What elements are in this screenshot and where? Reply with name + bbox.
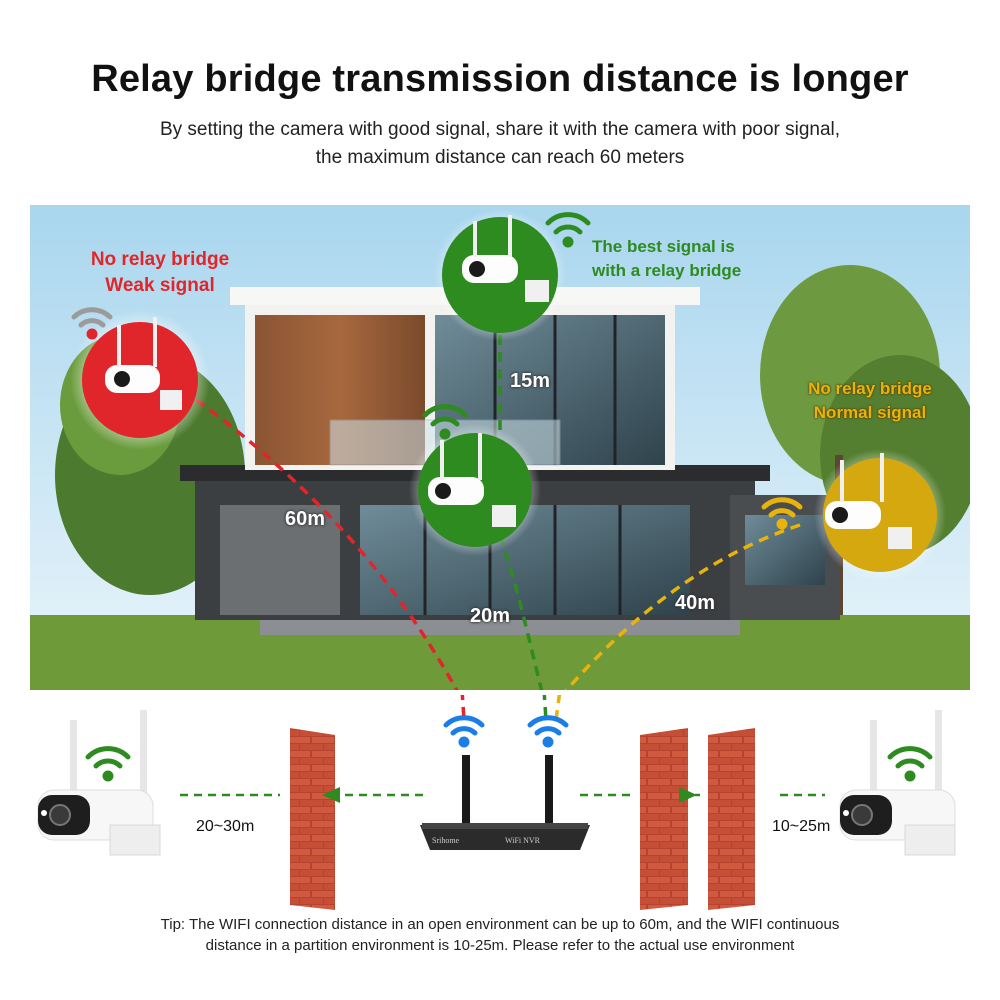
brick-wall-left [290,728,335,910]
camera-left [37,710,161,856]
best-signal-label: The best signal is with a relay bridge [592,235,792,283]
wifi-icon-normal [761,497,803,530]
best-label-line-2: with a relay bridge [592,261,742,280]
partition-illustration: Srihome WiFi NVR [37,689,956,910]
tip-note: Tip: The WIFI connection distance in an … [60,914,940,956]
distance-gold-path: 40m [675,592,716,614]
partition-diagram: Srihome WiFi NVR [0,689,1000,910]
normal-signal-path [564,523,801,690]
camera-best-relay [409,424,541,556]
subtitle-line-1: By setting the camera with good signal, … [159,119,841,140]
best-signal-path [498,534,544,690]
wifi-icon-right-camera [887,746,933,782]
signal-paths [181,335,801,690]
wifi-icon-weak [71,307,113,340]
camera-normal [814,449,946,581]
distance-top-relay: 15m [510,370,551,392]
arrow-right-head [679,787,697,803]
wifi-icon-best-top [545,212,591,248]
normal-signal-label: No relay bridge Normal signal [790,377,950,425]
normal-label-line-1: No relay bridge [808,379,932,398]
camera-weak [70,310,210,450]
normal-label-line-2: Normal signal [813,403,927,422]
weak-label-line-2: Weak signal [105,275,215,296]
arrow-left-head [322,787,340,803]
wifi-icon-nvr-right [527,715,569,748]
distance-red-path: 60m [285,508,326,530]
camera-best-top [434,209,566,341]
page-title: Relay bridge transmission distance is lo… [91,58,909,100]
nvr-label-text: WiFi NVR [505,836,541,845]
weak-label-line-1: No relay bridge [90,249,230,270]
nvr-brand-text: Srihome [432,836,460,845]
page-subtitle: By setting the camera with good signal, … [60,116,940,172]
wifi-nvr [420,755,590,850]
weak-signal-path [181,388,459,690]
tip-line-2: distance in a partition environment is 1… [205,937,795,954]
left-partition-distance: 20~30m [196,818,255,835]
brick-wall-right-1 [640,728,688,910]
right-partition-distance: 10~25m [772,818,831,835]
distance-green-path: 20m [470,605,511,627]
subtitle-line-2: the maximum distance can reach 60 meters [315,147,685,168]
brick-wall-right-2 [708,728,755,910]
best-label-line-1: The best signal is [592,237,735,256]
weak-signal-label: No relay bridge Weak signal [75,247,245,299]
wifi-icon-best-relay [422,404,468,440]
camera-right [839,710,956,856]
wifi-icon-nvr-left [443,715,485,748]
house-illustration [30,205,970,690]
tip-line-1: Tip: The WIFI connection distance in an … [160,916,840,933]
wifi-icon-left-camera [85,746,131,782]
house-scene: No relay bridge Weak signal The best sig… [30,205,970,690]
